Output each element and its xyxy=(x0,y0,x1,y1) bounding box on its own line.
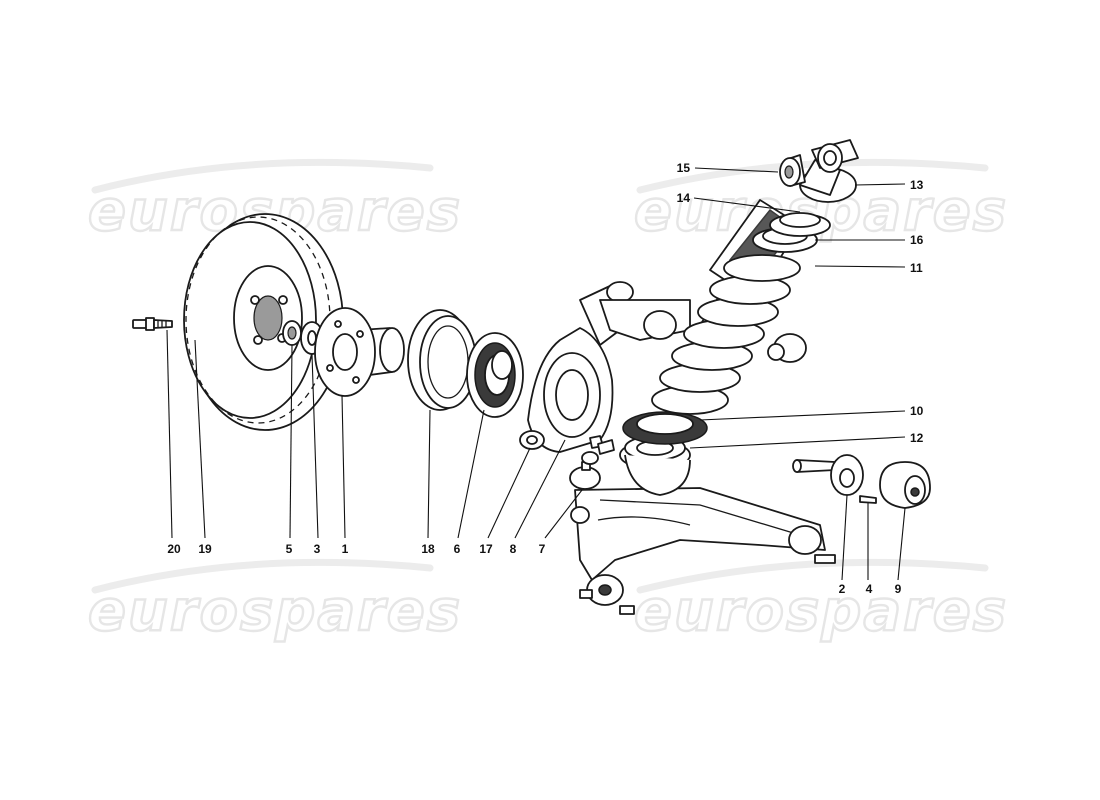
leader-15 xyxy=(694,167,779,173)
leader-19 xyxy=(194,339,206,539)
svg-text:eurospares: eurospares xyxy=(634,579,1008,644)
callout-9: 9 xyxy=(895,582,902,596)
leader-11 xyxy=(814,265,906,268)
coil-spring-part xyxy=(651,254,801,415)
callout-4: 4 xyxy=(866,582,873,596)
watermark-top-left: eurospares xyxy=(87,158,462,245)
leader-14 xyxy=(693,197,801,213)
dust-cover-part xyxy=(407,309,477,411)
callout-12: 12 xyxy=(910,431,924,445)
callout-19: 19 xyxy=(198,542,212,556)
leader-9 xyxy=(897,507,906,581)
hub-nut-part xyxy=(282,320,302,346)
callout-8: 8 xyxy=(510,542,517,556)
leader-8 xyxy=(514,439,566,539)
leader-lines xyxy=(166,167,906,581)
pivot-pin-part xyxy=(792,454,864,496)
watermark-bottom-right: eurospares xyxy=(633,558,1008,645)
callout-11: 11 xyxy=(910,261,923,275)
callout-3: 3 xyxy=(314,542,321,556)
leader-7 xyxy=(544,489,583,539)
watermark-bottom-left: eurospares xyxy=(87,558,462,645)
svg-text:eurospares: eurospares xyxy=(88,579,462,644)
callout-labels: 20 19 5 3 1 18 6 17 8 7 2 4 9 10 12 11 1… xyxy=(167,161,923,596)
callout-6: 6 xyxy=(454,542,461,556)
callout-17: 17 xyxy=(479,542,493,556)
leader-2 xyxy=(841,494,848,581)
wheel-hub-part xyxy=(314,307,405,397)
leader-1 xyxy=(341,394,346,539)
callout-10: 10 xyxy=(910,404,924,418)
callout-2: 2 xyxy=(839,582,846,596)
shock-upper-bushing-part xyxy=(779,154,806,187)
svg-text:eurospares: eurospares xyxy=(88,179,462,244)
leader-6 xyxy=(457,409,485,539)
spring-isolator-part xyxy=(622,411,708,445)
wheel-stud-part xyxy=(132,317,173,331)
shock-top-mount-part xyxy=(799,139,859,203)
shock-bushing-side-part xyxy=(767,333,807,363)
callout-15: 15 xyxy=(677,161,691,175)
callout-1: 1 xyxy=(342,542,349,556)
small-screw-part xyxy=(859,495,877,504)
leader-5 xyxy=(289,344,293,539)
callout-5: 5 xyxy=(286,542,293,556)
callout-16: 16 xyxy=(910,233,924,247)
callout-20: 20 xyxy=(167,542,181,556)
callout-14: 14 xyxy=(677,191,691,205)
lower-spring-seat-part xyxy=(619,435,691,496)
leader-17 xyxy=(487,447,531,539)
leader-13 xyxy=(854,183,906,186)
callout-7: 7 xyxy=(539,542,546,556)
upper-spring-seat-part xyxy=(752,212,831,253)
callout-18: 18 xyxy=(421,542,435,556)
ball-joint-part xyxy=(569,451,601,490)
leader-12 xyxy=(689,436,906,449)
callout-13: 13 xyxy=(910,178,924,192)
dust-cap-part xyxy=(879,461,931,509)
leader-18 xyxy=(427,409,431,539)
leader-10 xyxy=(699,410,906,421)
steering-knuckle-part xyxy=(519,281,691,455)
leader-3 xyxy=(311,353,319,539)
leader-20 xyxy=(166,329,173,539)
lower-wishbone-part xyxy=(570,487,836,615)
bearing-part xyxy=(466,332,524,418)
brake-disc-part xyxy=(183,213,344,431)
